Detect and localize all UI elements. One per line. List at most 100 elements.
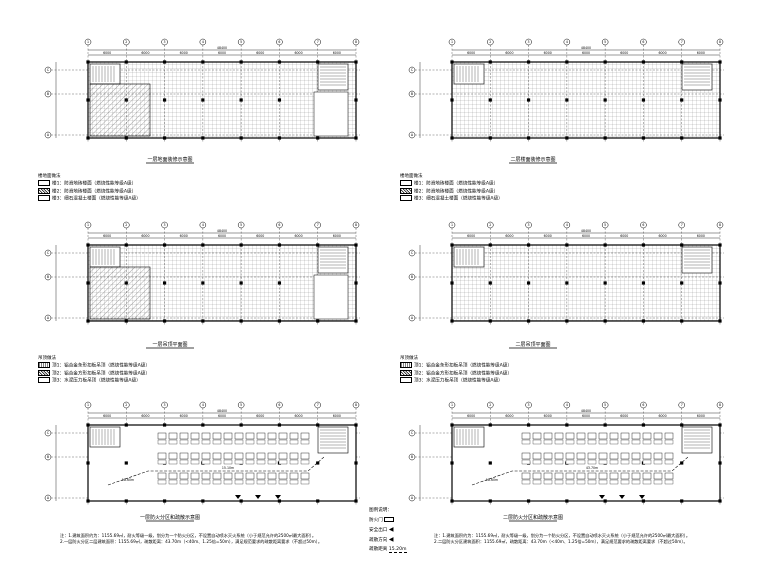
axis-label: 1 [87,40,89,44]
dimension-text: 6000 [697,51,705,55]
axis-bubble [408,66,416,74]
axis-label: 3 [164,403,166,407]
building-outline [451,61,721,139]
dimension-text: 6000 [218,414,226,418]
note-line: 2.二层防火分区建筑面积：1155.69㎡，疏散距离：43.70m（<40m、1… [434,539,688,544]
axis-bubble [640,221,647,229]
dimension-text: 6000 [659,234,667,238]
axis-label: B [47,92,49,96]
dimension-text: 6000 [697,234,705,238]
evacuation-distance: 15.10m [222,466,234,470]
axis-label: 1 [87,223,89,227]
axis-label: B [411,275,413,279]
axis-label: 8 [355,403,357,407]
legend-fire: 图例说明： 防火门 安全出口 ◀ 疏散方向 ◀ 疏散距离 15.20m [369,508,417,553]
axis-label: 6 [278,403,280,407]
axis-bubble [237,38,245,46]
axis-label: C [411,431,414,435]
exit-arrow-icon [599,495,605,499]
evacuation-distance: 18.60m [122,478,134,482]
axis-bubble [525,221,532,229]
axis-label: C [47,251,50,255]
legend-floor-title: 楼地面做法 [38,174,61,179]
axis-label: 5 [604,403,606,407]
legend-floor-item: 楼2：防滑地砖楼面（燃烧性能等级A级） [400,187,600,196]
axis-bubble [44,429,52,437]
axis-bubble [716,38,724,46]
plan-caption: 二层防火分区和疏散示意图 [503,514,563,521]
axis-label: C [411,68,414,72]
axis-bubble [563,221,571,229]
axis-bubble [678,38,685,46]
axis-label: 4 [566,40,568,44]
evacuation-distance: 18.60m [486,478,498,482]
building-outline [87,424,357,502]
evacuation-distance: 43.70m [586,466,598,470]
dimension-text: 6000 [295,234,303,238]
legend-floor: 楼地面做法 楼1：防滑地砖楼面（燃烧性能等级A级） 楼2：防滑地砖楼面（燃烧性能… [38,174,238,203]
legend-ceiling-item: 顶1：铝合金条形扣板吊顶（燃烧性能等级A级） [38,362,238,370]
dimension-text: 6000 [333,414,341,418]
dimension-text: 48400 [581,409,591,413]
dimension-text: 6000 [180,51,188,55]
legend-fire-item: 防火门 [369,517,417,524]
dimension-text: 6000 [582,414,590,418]
dimension-text: 6000 [256,414,264,418]
legend-floor-item: 楼1：防滑地砖楼面（燃烧性能等级A级） [38,180,238,188]
axis-bubble [199,401,207,409]
axis-label: A [411,316,414,320]
legend-fire-item: 疏散距离 15.20m [369,547,407,553]
dimension-text: 48400 [217,46,227,50]
legend-floor-item: 楼2：防滑地砖楼面（燃烧性能等级A级） [38,187,238,196]
dimension-text: 6000 [582,51,590,55]
plan-caption: 二层吊顶平面图 [515,342,550,348]
axis-bubble [352,401,360,409]
legend-fire-title: 图例说明： [369,508,392,513]
axis-label: 1 [451,223,453,227]
axis-bubble [161,38,168,46]
dimension-text: 6000 [103,51,111,55]
axis-label: 7 [317,403,319,407]
note-line: 注：1.建筑面积约为：1155.69㎡，耐火等级一级，划分为一个防火分区，不设置… [434,533,691,538]
axis-label: 3 [528,40,530,44]
axis-label: B [411,455,413,459]
exit-arrow-icon [255,495,261,499]
axis-bubble [408,90,416,98]
stair-core [317,426,349,454]
dimension-text: 6000 [103,234,111,238]
axis-bubble [123,401,130,409]
stair-core [681,426,713,454]
axis-label: 8 [719,223,721,227]
axis-bubble [640,38,647,46]
dimension-text: 48400 [581,229,591,233]
notes-right: 注：1.建筑面积约为：1155.69㎡，耐火等级一级，划分为一个防火分区，不设置… [434,533,690,545]
axis-bubble [199,221,207,229]
hatched-area [89,83,151,137]
axis-bubble [487,401,494,409]
axis-bubble [44,249,52,257]
axis-label: B [47,455,49,459]
stair-core [317,246,349,274]
axis-label: 3 [164,40,166,44]
axis-bubble [640,401,647,409]
dimension-text: 6000 [295,414,303,418]
axis-label: 6 [278,223,280,227]
stair-core [317,63,349,91]
axis-bubble [44,90,52,98]
dimension-text: 6000 [582,234,590,238]
axis-label: B [411,92,413,96]
axis-label: 4 [566,223,568,227]
axis-bubble [408,131,416,139]
legend-floor-2: 楼地面做法 楼1：防滑地砖楼面（燃烧性能等级A级） 楼2：防滑地砖楼面（燃烧性能… [400,174,600,203]
stair-core [681,63,713,91]
legend-fire-item: 疏散方向 ◀ [369,536,394,544]
axis-bubble [44,314,52,322]
axis-label: 8 [355,40,357,44]
legend-floor-item: 楼3：细石混凝土楼面（燃烧性能等级A级） [400,195,600,203]
axis-bubble [44,494,52,502]
legend-ceiling-2: 吊顶做法 顶1：铝合金条形扣板吊顶（燃烧性能等级A级） 顶2：铝合金方形扣板吊顶… [400,356,600,385]
axis-bubble [44,131,52,139]
axis-bubble [716,401,724,409]
